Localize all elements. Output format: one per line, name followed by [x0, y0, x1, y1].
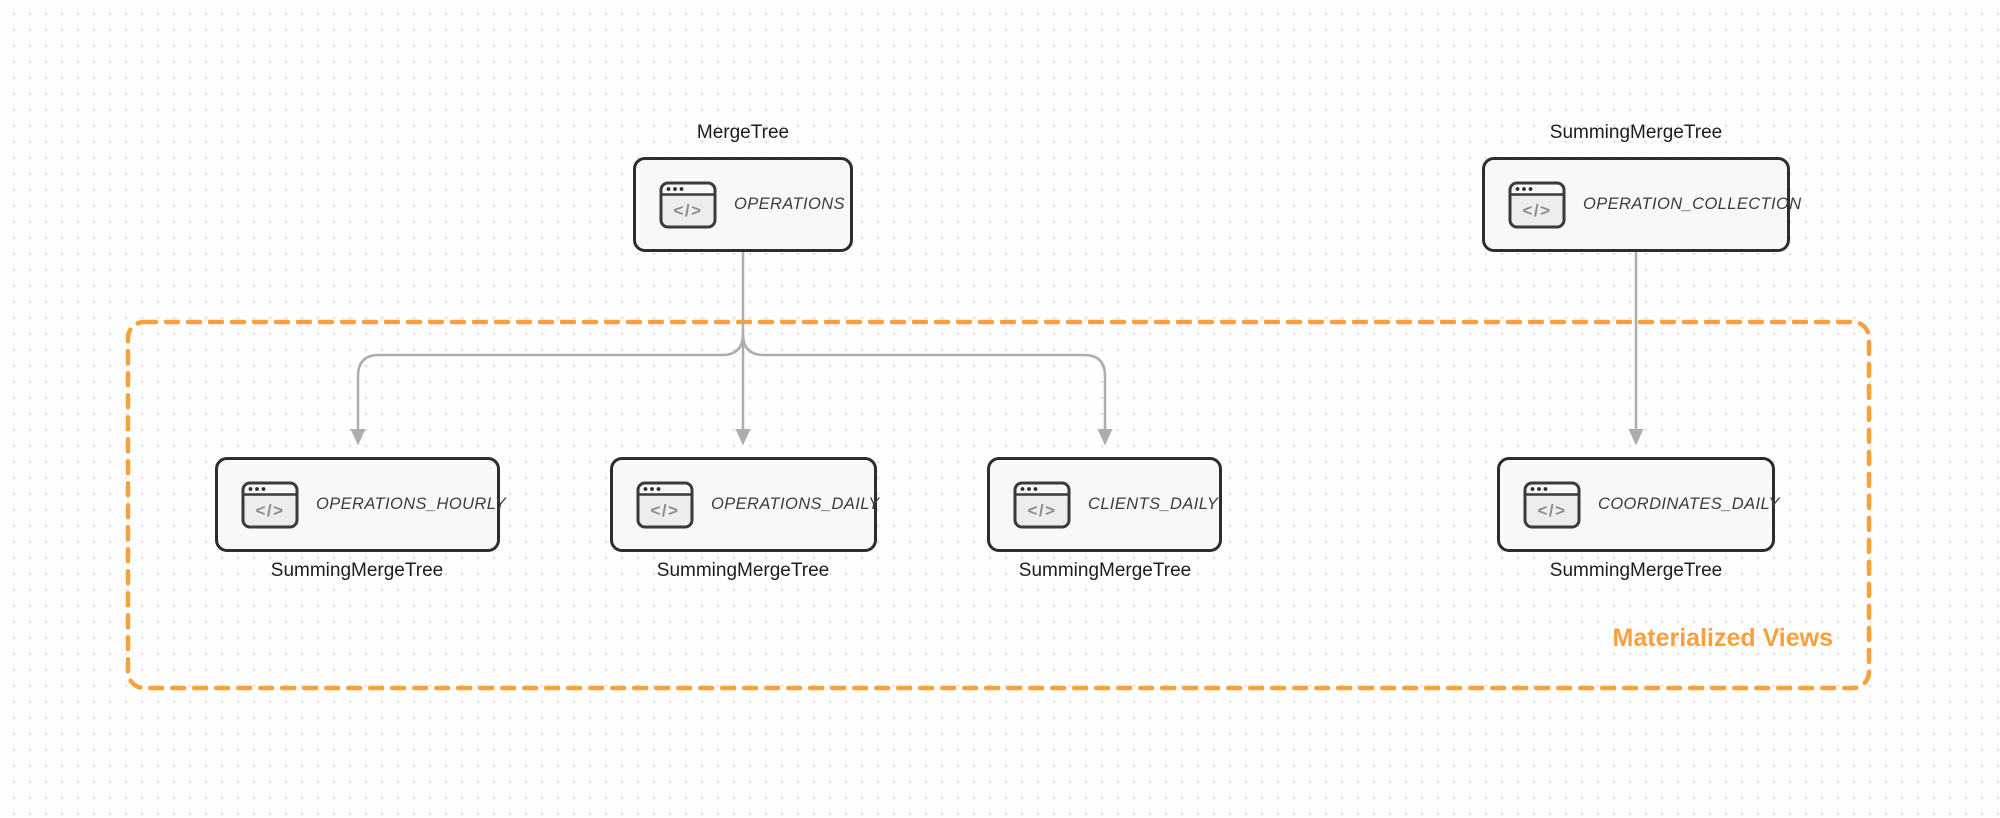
svg-text:</>: </> [673, 201, 702, 220]
code-window-icon: </> [659, 181, 717, 228]
node-operation-collection[interactable]: </> OPERATION_COLLECTION [1482, 157, 1801, 252]
arrowhead-operations-hourly [350, 429, 366, 446]
node-title: OPERATIONS [734, 195, 845, 213]
node-title: OPERATION_COLLECTION [1583, 195, 1802, 213]
node-clients-daily[interactable]: </> CLIENTS_DAILY [987, 457, 1222, 552]
arrowhead-coordinates-daily [1628, 429, 1644, 446]
svg-text:</>: </> [1027, 501, 1056, 520]
node-operations-hourly[interactable]: </> OPERATIONS_HOURLY [215, 457, 506, 552]
edge-operations-to-operations-hourly [356, 332, 745, 432]
node-title: COORDINATES_DAILY [1598, 495, 1780, 513]
node-operations[interactable]: </> OPERATIONS [633, 157, 853, 252]
arrowhead-operations-daily [735, 429, 751, 446]
code-window-icon: </> [1508, 181, 1566, 228]
node-operations-daily[interactable]: </> OPERATIONS_DAILY [610, 457, 880, 552]
svg-text:</>: </> [1537, 501, 1566, 520]
edge-operations-to-clients-daily [741, 332, 1107, 432]
code-window-icon: </> [241, 481, 299, 528]
engine-label-coordinates-daily: SummingMergeTree [1549, 560, 1723, 581]
engine-label-operations-hourly: SummingMergeTree [270, 560, 444, 581]
engine-label-operation-collection: SummingMergeTree [1549, 122, 1723, 143]
engine-label-operations: MergeTree [696, 122, 790, 143]
node-title: CLIENTS_DAILY [1088, 495, 1219, 513]
engine-label-operations-daily: SummingMergeTree [656, 560, 830, 581]
svg-text:</>: </> [255, 501, 284, 520]
svg-text:</>: </> [650, 501, 679, 520]
code-window-icon: </> [1523, 481, 1581, 528]
node-title: OPERATIONS_HOURLY [316, 495, 507, 513]
svg-text:</>: </> [1522, 201, 1551, 220]
node-coordinates-daily[interactable]: </> COORDINATES_DAILY [1497, 457, 1780, 552]
materialized-views-label: Materialized Views [1612, 624, 1833, 652]
code-window-icon: </> [636, 481, 694, 528]
engine-label-clients-daily: SummingMergeTree [1018, 560, 1192, 581]
node-title: OPERATIONS_DAILY [711, 495, 880, 513]
arrowhead-clients-daily [1097, 429, 1113, 446]
code-window-icon: </> [1013, 481, 1071, 528]
